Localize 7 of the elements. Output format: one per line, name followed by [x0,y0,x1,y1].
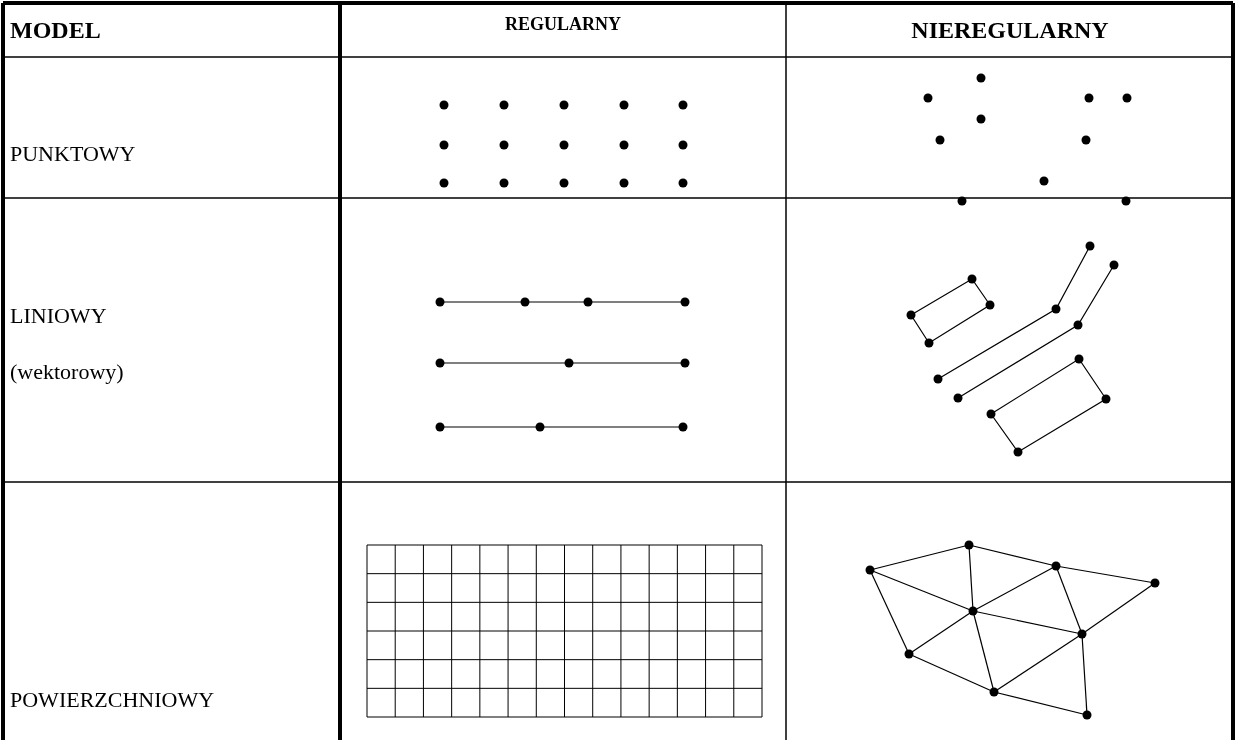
row-header-note: (wektorowy) [10,360,124,385]
column-header: REGULARNY [505,15,621,35]
row-header: POWIERZCHNIOWY [10,688,215,713]
row-header: PUNKTOWY [10,142,136,167]
column-header: MODEL [10,17,101,44]
row-header: LINIOWY [10,304,107,329]
column-header: NIEREGULARNY [911,17,1109,44]
